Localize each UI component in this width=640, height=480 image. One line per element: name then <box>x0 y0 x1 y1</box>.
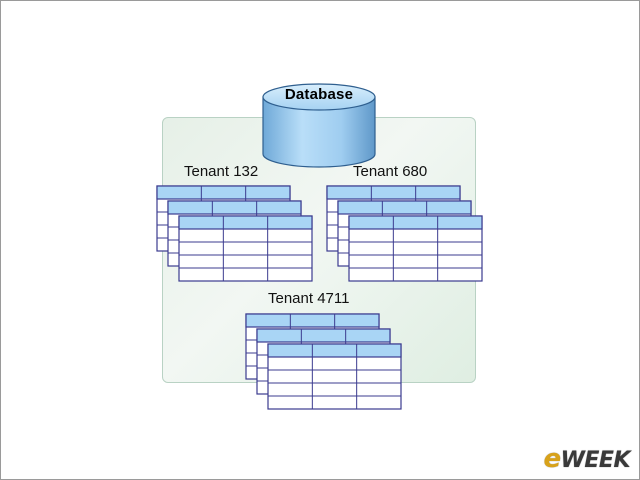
eweek-logo: eWEEK <box>543 444 630 474</box>
tenant-4711-table-3 <box>267 343 402 410</box>
tenant-680-table-3 <box>348 215 483 282</box>
tenant-132-label: Tenant 132 <box>184 163 259 180</box>
tenant-4711-label: Tenant 4711 <box>268 290 350 307</box>
database-cylinder-icon <box>262 83 376 168</box>
tenant-132-table-3 <box>178 215 313 282</box>
database-label: Database <box>284 86 354 103</box>
tenant-table-stacks <box>156 185 483 410</box>
tenant-680-label: Tenant 680 <box>353 163 428 180</box>
